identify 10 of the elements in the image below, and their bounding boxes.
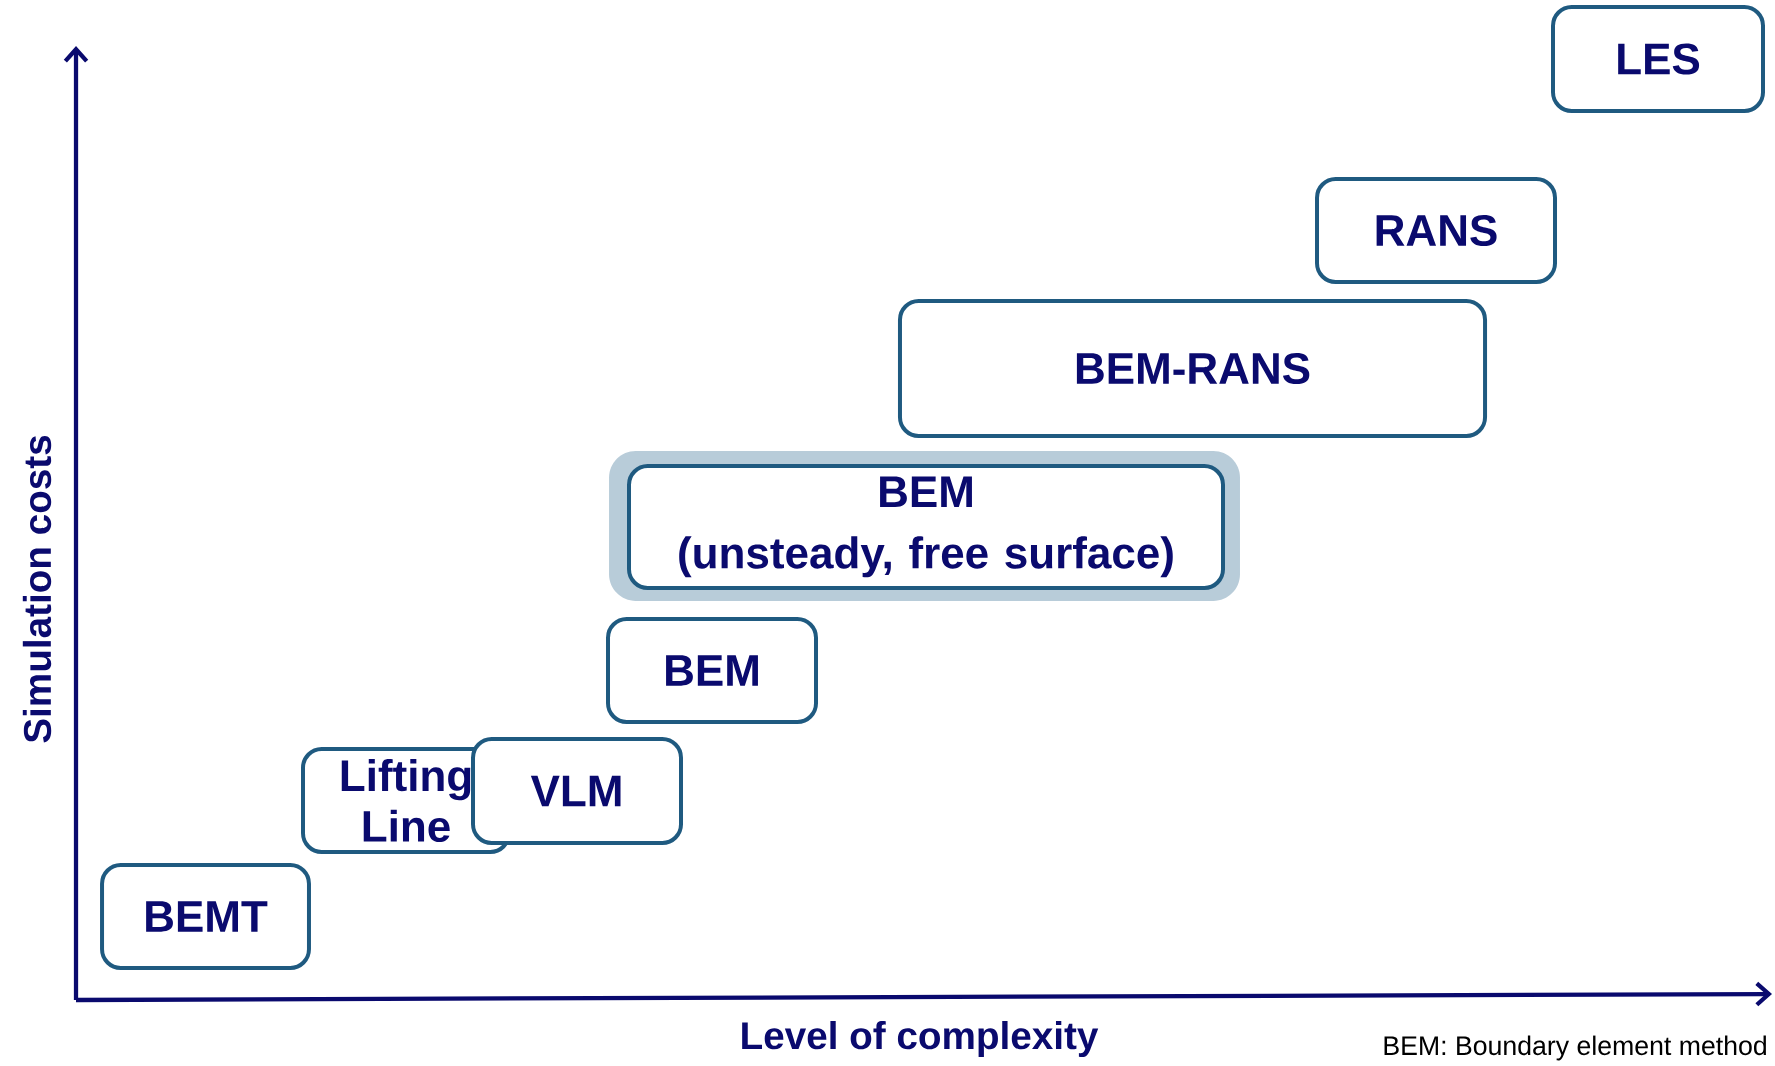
method-box: BEM (unsteady, free surface) bbox=[627, 464, 1225, 590]
method-box: BEM bbox=[606, 617, 818, 724]
method-box: BEM-RANS bbox=[897, 299, 1488, 438]
footnote: BEM: Boundary element method bbox=[1384, 1035, 1766, 1061]
axis-title: Level of complexity bbox=[742, 1020, 1099, 1058]
axis-title: Simulation costs bbox=[22, 435, 52, 743]
method-box: LES bbox=[1551, 5, 1765, 113]
method-box: VLM bbox=[471, 737, 683, 845]
method-box: RANS bbox=[1315, 177, 1557, 284]
method-box: BEMT bbox=[100, 863, 311, 970]
